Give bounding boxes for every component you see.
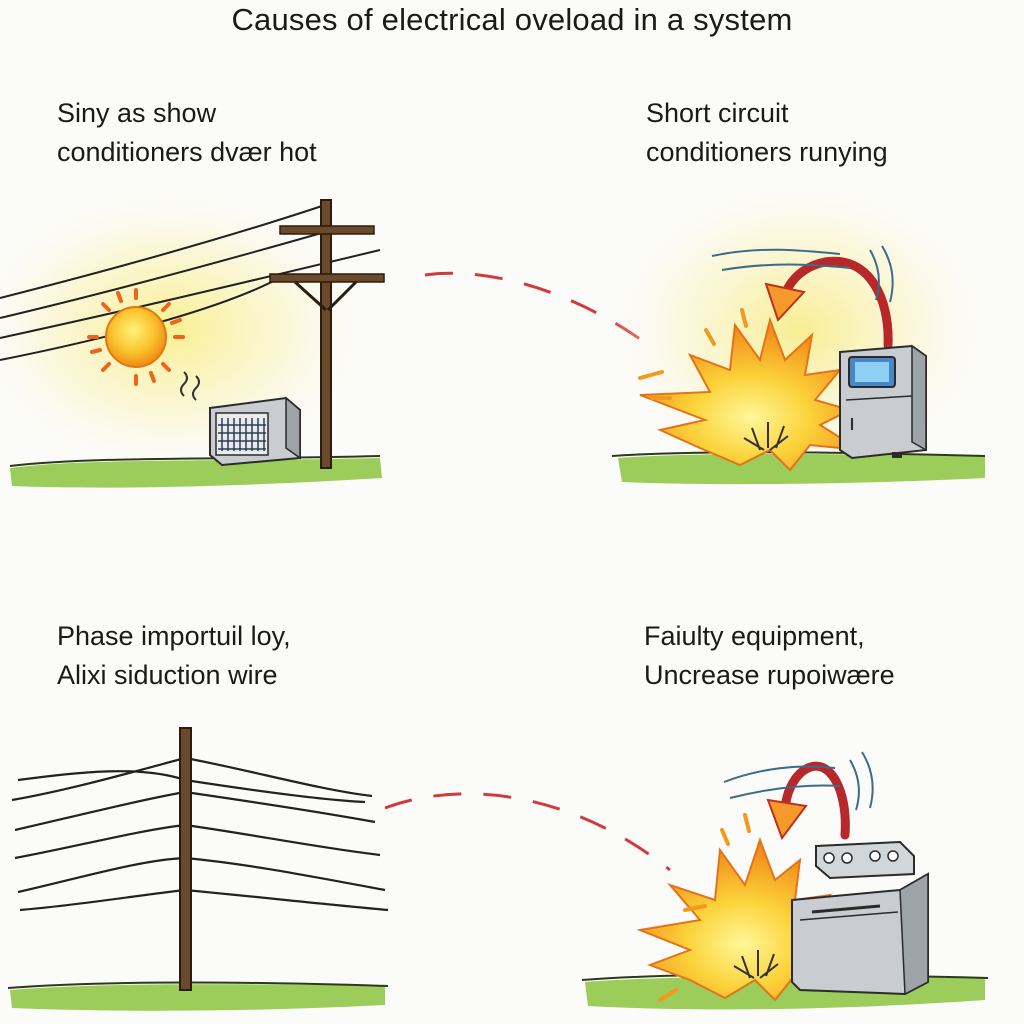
panel-top-left-scene xyxy=(0,180,385,488)
panel-bottom-right-scene xyxy=(581,751,989,1010)
caption-bottom-right: Faiulty equipment, Uncrease rupoiwære xyxy=(644,617,895,695)
heat-wave-icon xyxy=(180,371,200,401)
air-conditioner-unit xyxy=(209,396,301,467)
caption-bottom-right-line2: Uncrease rupoiwære xyxy=(644,660,895,690)
grass-ground xyxy=(10,984,385,1011)
panel-bottom-left-scene xyxy=(7,727,389,1011)
motion-lines xyxy=(723,751,874,811)
caption-bottom-left: Phase importuil loy, Alixi siduction wir… xyxy=(57,617,291,695)
diagram-title: Causes of electrical oveload in a system xyxy=(231,2,793,37)
sagging-power-lines xyxy=(11,756,389,912)
panel-top-right-scene xyxy=(600,170,1000,490)
spark-icon xyxy=(743,422,789,451)
caption-bottom-right-line1: Faiulty equipment, xyxy=(644,621,865,651)
grass-ground xyxy=(10,458,382,488)
sun-icon xyxy=(87,288,185,386)
flying-sparks xyxy=(658,813,751,1002)
caption-top-right-line1: Short circuit xyxy=(646,98,789,128)
dashed-arrow-bottom xyxy=(384,792,671,872)
caption-top-left-line1: Siny as show xyxy=(57,98,217,128)
arrowhead-icon xyxy=(766,798,808,841)
grass-ground xyxy=(618,454,985,485)
stove-appliance xyxy=(791,840,929,996)
caption-top-left: Siny as show conditioners dvær hot xyxy=(57,94,317,172)
fire-burst-icon xyxy=(639,316,861,472)
curved-arrow-icon xyxy=(781,256,893,350)
appliance-unit xyxy=(839,344,927,460)
spark-icon xyxy=(733,950,779,979)
caption-bottom-left-line1: Phase importuil loy, xyxy=(57,621,291,651)
caption-top-right-line2: conditioners runying xyxy=(646,137,888,167)
caption-top-right: Short circuit conditioners runying xyxy=(646,94,888,172)
utility-pole xyxy=(179,727,192,991)
utility-pole xyxy=(269,199,385,469)
caption-top-left-line2: conditioners dvær hot xyxy=(57,137,317,167)
flying-sparks xyxy=(638,308,748,400)
curved-arrow-icon xyxy=(781,761,850,840)
arrowhead-icon xyxy=(764,282,806,322)
caption-bottom-left-line2: Alixi siduction wire xyxy=(57,660,278,690)
motion-lines xyxy=(711,245,894,303)
power-lines xyxy=(0,204,381,361)
ground-line xyxy=(9,455,381,467)
